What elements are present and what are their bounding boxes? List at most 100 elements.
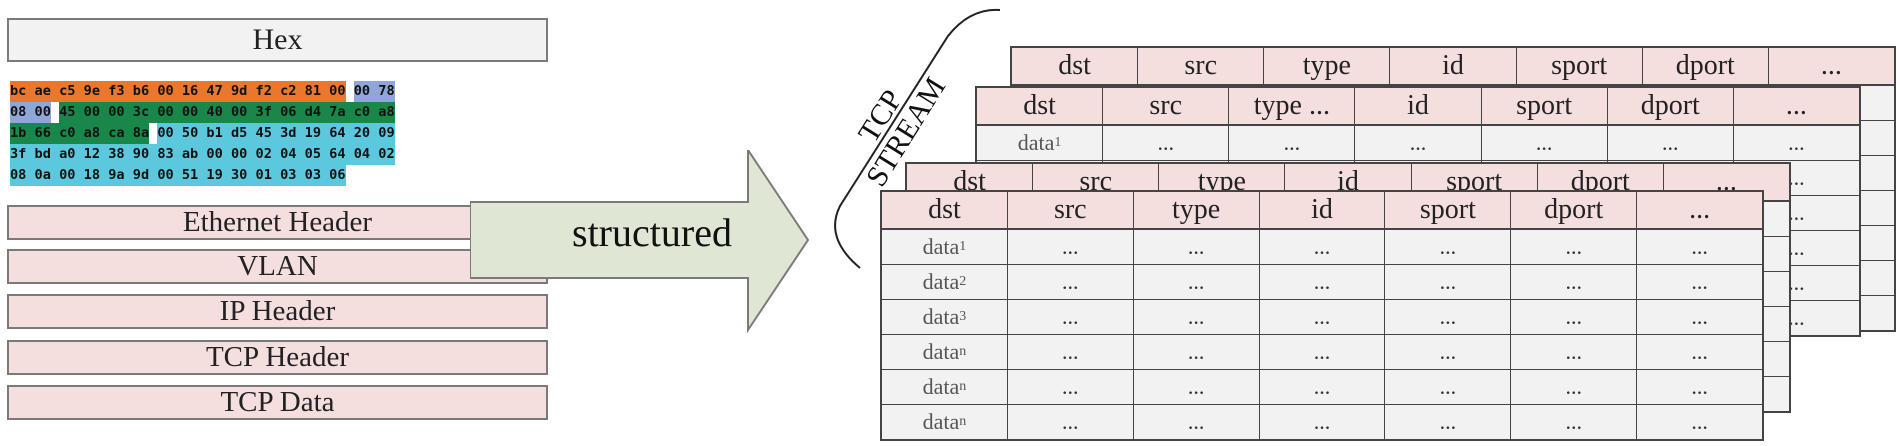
hex-line: 1b 66 c0 a8 ca 8a 00 50 b1 d5 45 3d 19 6… — [10, 123, 395, 144]
arrow-label: structured — [572, 210, 732, 255]
column-header: id — [1390, 48, 1517, 84]
column-header: src — [1008, 192, 1134, 228]
table-cell: ... — [1691, 304, 1708, 329]
row-subscript: n — [959, 414, 967, 429]
column-header: type — [1134, 192, 1260, 228]
layer-tcp-data: TCP Data — [7, 385, 548, 420]
brace-curve — [834, 8, 1000, 269]
column-header: ... — [1715, 166, 1737, 197]
layer-tcp-header: TCP Header — [7, 340, 548, 375]
hex-line: bc ae c5 9e f3 b6 00 16 47 9d f2 c2 81 0… — [10, 81, 395, 102]
hex-segment: 08 00 — [10, 102, 51, 123]
hex-segment — [50, 102, 60, 123]
column-header: src — [1103, 88, 1230, 124]
table-cell: ... — [1788, 200, 1805, 225]
table-cell: ... — [1134, 370, 1260, 404]
hex-segment: 00 78 — [353, 81, 395, 102]
table-cell: ... — [1511, 405, 1638, 439]
row-subscript: 3 — [959, 309, 967, 324]
column-header: ... — [1820, 50, 1842, 81]
row-subscript: 2 — [959, 274, 967, 289]
column-header: dport — [1511, 192, 1638, 228]
table-cell: ... — [1788, 235, 1805, 260]
structured-arrow — [470, 150, 810, 334]
table-cell: ... — [1355, 126, 1482, 160]
table-cell: ... — [1511, 335, 1638, 369]
column-header: dport — [1643, 48, 1769, 84]
table-cell: ... — [1691, 374, 1708, 399]
table-cell: ... — [1260, 335, 1386, 369]
table-cell: ... — [1608, 126, 1734, 160]
table-cell: ... — [1691, 409, 1708, 434]
table-cell: ... — [1260, 370, 1386, 404]
column-header: dst — [882, 192, 1008, 228]
table-cell: ... — [1260, 405, 1386, 439]
hex-segment: 3f bd a0 12 38 90 83 ab 00 00 02 04 05 6… — [10, 144, 395, 165]
column-header: type ... — [1229, 88, 1356, 124]
column-header: id — [1260, 192, 1386, 228]
table-cell: ... — [1691, 269, 1708, 294]
hex-segment: 00 50 b1 d5 45 3d 19 64 20 09 — [157, 123, 395, 144]
row-subscript: n — [959, 344, 967, 359]
table-cell: ... — [1103, 126, 1230, 160]
table-cell: ... — [1260, 265, 1386, 299]
layer-vlan: VLAN — [7, 249, 548, 284]
table-cell: ... — [1008, 265, 1134, 299]
table-cell: ... — [1511, 300, 1638, 334]
column-header: sport — [1482, 88, 1608, 124]
table-cell: ... — [1788, 305, 1805, 330]
column-header: src — [1138, 48, 1265, 84]
table-cell: ... — [1385, 370, 1512, 404]
table-cell: ... — [1385, 300, 1512, 334]
column-header: type — [1264, 48, 1391, 84]
table-cell: ... — [1385, 335, 1512, 369]
table-cell: ... — [1134, 300, 1260, 334]
hex-title: Hex — [7, 18, 548, 62]
hex-segment — [149, 123, 158, 144]
table-cell: ... — [1134, 230, 1260, 264]
table-cell: ... — [1788, 130, 1805, 155]
table-cell: ... — [1385, 265, 1512, 299]
column-header: dport — [1608, 88, 1734, 124]
table-cell: ... — [1691, 234, 1708, 259]
column-header: sport — [1517, 48, 1643, 84]
table-cell: ... — [1134, 335, 1260, 369]
row-subscript: 1 — [1054, 135, 1062, 150]
hex-segment: 1b 66 c0 a8 ca 8a — [10, 123, 150, 144]
table-cell: ... — [1385, 230, 1512, 264]
row-subscript: 1 — [959, 239, 967, 254]
table-cell: ... — [1511, 370, 1638, 404]
table-cell: ... — [1229, 126, 1356, 160]
column-header: dst — [1012, 48, 1139, 84]
table-cell: ... — [1260, 230, 1386, 264]
table-cell: ... — [1788, 165, 1805, 190]
column-header: ... — [1689, 194, 1711, 225]
arrow-shape — [470, 150, 810, 334]
hex-line: 08 0a 00 18 9a 9d 00 51 19 30 01 03 03 0… — [10, 165, 346, 186]
table-cell: ... — [1482, 126, 1608, 160]
table-cell: ... — [1511, 230, 1638, 264]
column-header: ... — [1785, 90, 1807, 121]
hex-segment: 45 00 00 3c 00 00 40 00 3f 06 d4 7a c0 a… — [59, 102, 395, 123]
layer-ethernet-header: Ethernet Header — [7, 205, 548, 240]
table-cell: ... — [1008, 300, 1134, 334]
hex-segment — [345, 81, 354, 102]
layer-ip-header: IP Header — [7, 294, 548, 329]
table-cell: ... — [1788, 270, 1805, 295]
table-cell: ... — [1008, 335, 1134, 369]
